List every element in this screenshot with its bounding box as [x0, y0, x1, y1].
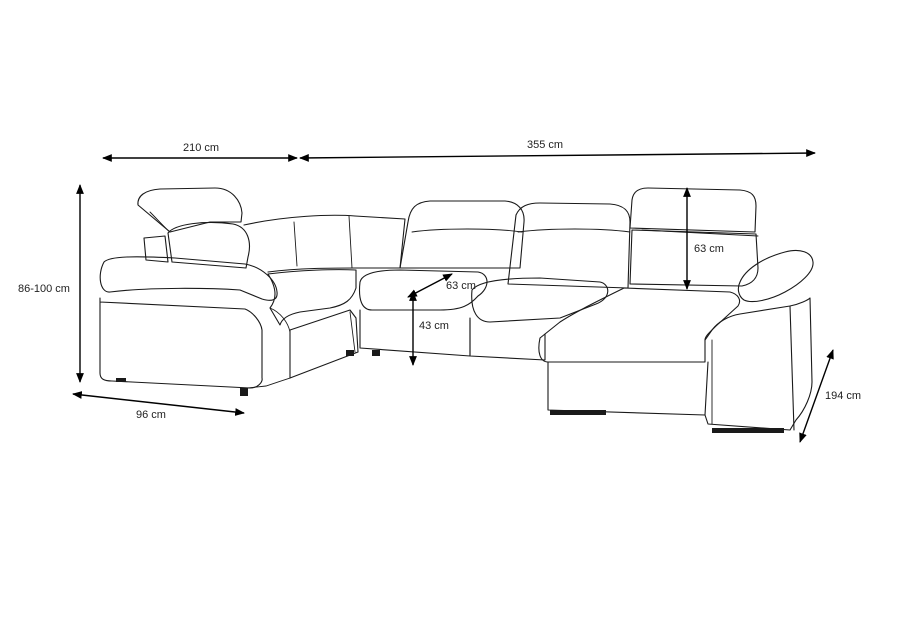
label-depth-left: 96 cm: [136, 409, 166, 421]
label-back-height: 63 cm: [694, 243, 724, 255]
right-chaise-module: [538, 187, 814, 433]
left-arm-base: [99, 297, 263, 389]
label-width-right: 355 cm: [527, 139, 564, 151]
dim-line-width-right: [299, 149, 816, 162]
dim-line-depth-right: [799, 349, 834, 443]
label-seat-height: 43 cm: [419, 320, 449, 332]
left-headrest: [137, 187, 243, 233]
middle-headrest-2: [507, 202, 631, 289]
left-armrest-cushion: [99, 256, 278, 301]
right-armrest-cushion: [737, 249, 814, 303]
corner-seat: [267, 269, 357, 326]
chaise-seat: [538, 287, 741, 363]
middle-seat-1: [358, 269, 488, 311]
label-width-left: 210 cm: [183, 142, 220, 154]
left-back-cushion: [167, 221, 251, 269]
right-back-cushion: [629, 229, 759, 287]
right-headrest: [629, 187, 757, 233]
dimension-lines: [72, 149, 834, 443]
middle-module: [358, 200, 631, 361]
label-seat-depth: 63 cm: [446, 280, 476, 292]
label-depth-right: 194 cm: [825, 390, 862, 402]
label-height: 86-100 cm: [18, 283, 70, 295]
middle-headrest-1: [399, 200, 525, 269]
middle-seat-2: [471, 277, 609, 323]
corner-backrest: [243, 214, 406, 273]
dim-line-depth-left: [72, 391, 245, 416]
